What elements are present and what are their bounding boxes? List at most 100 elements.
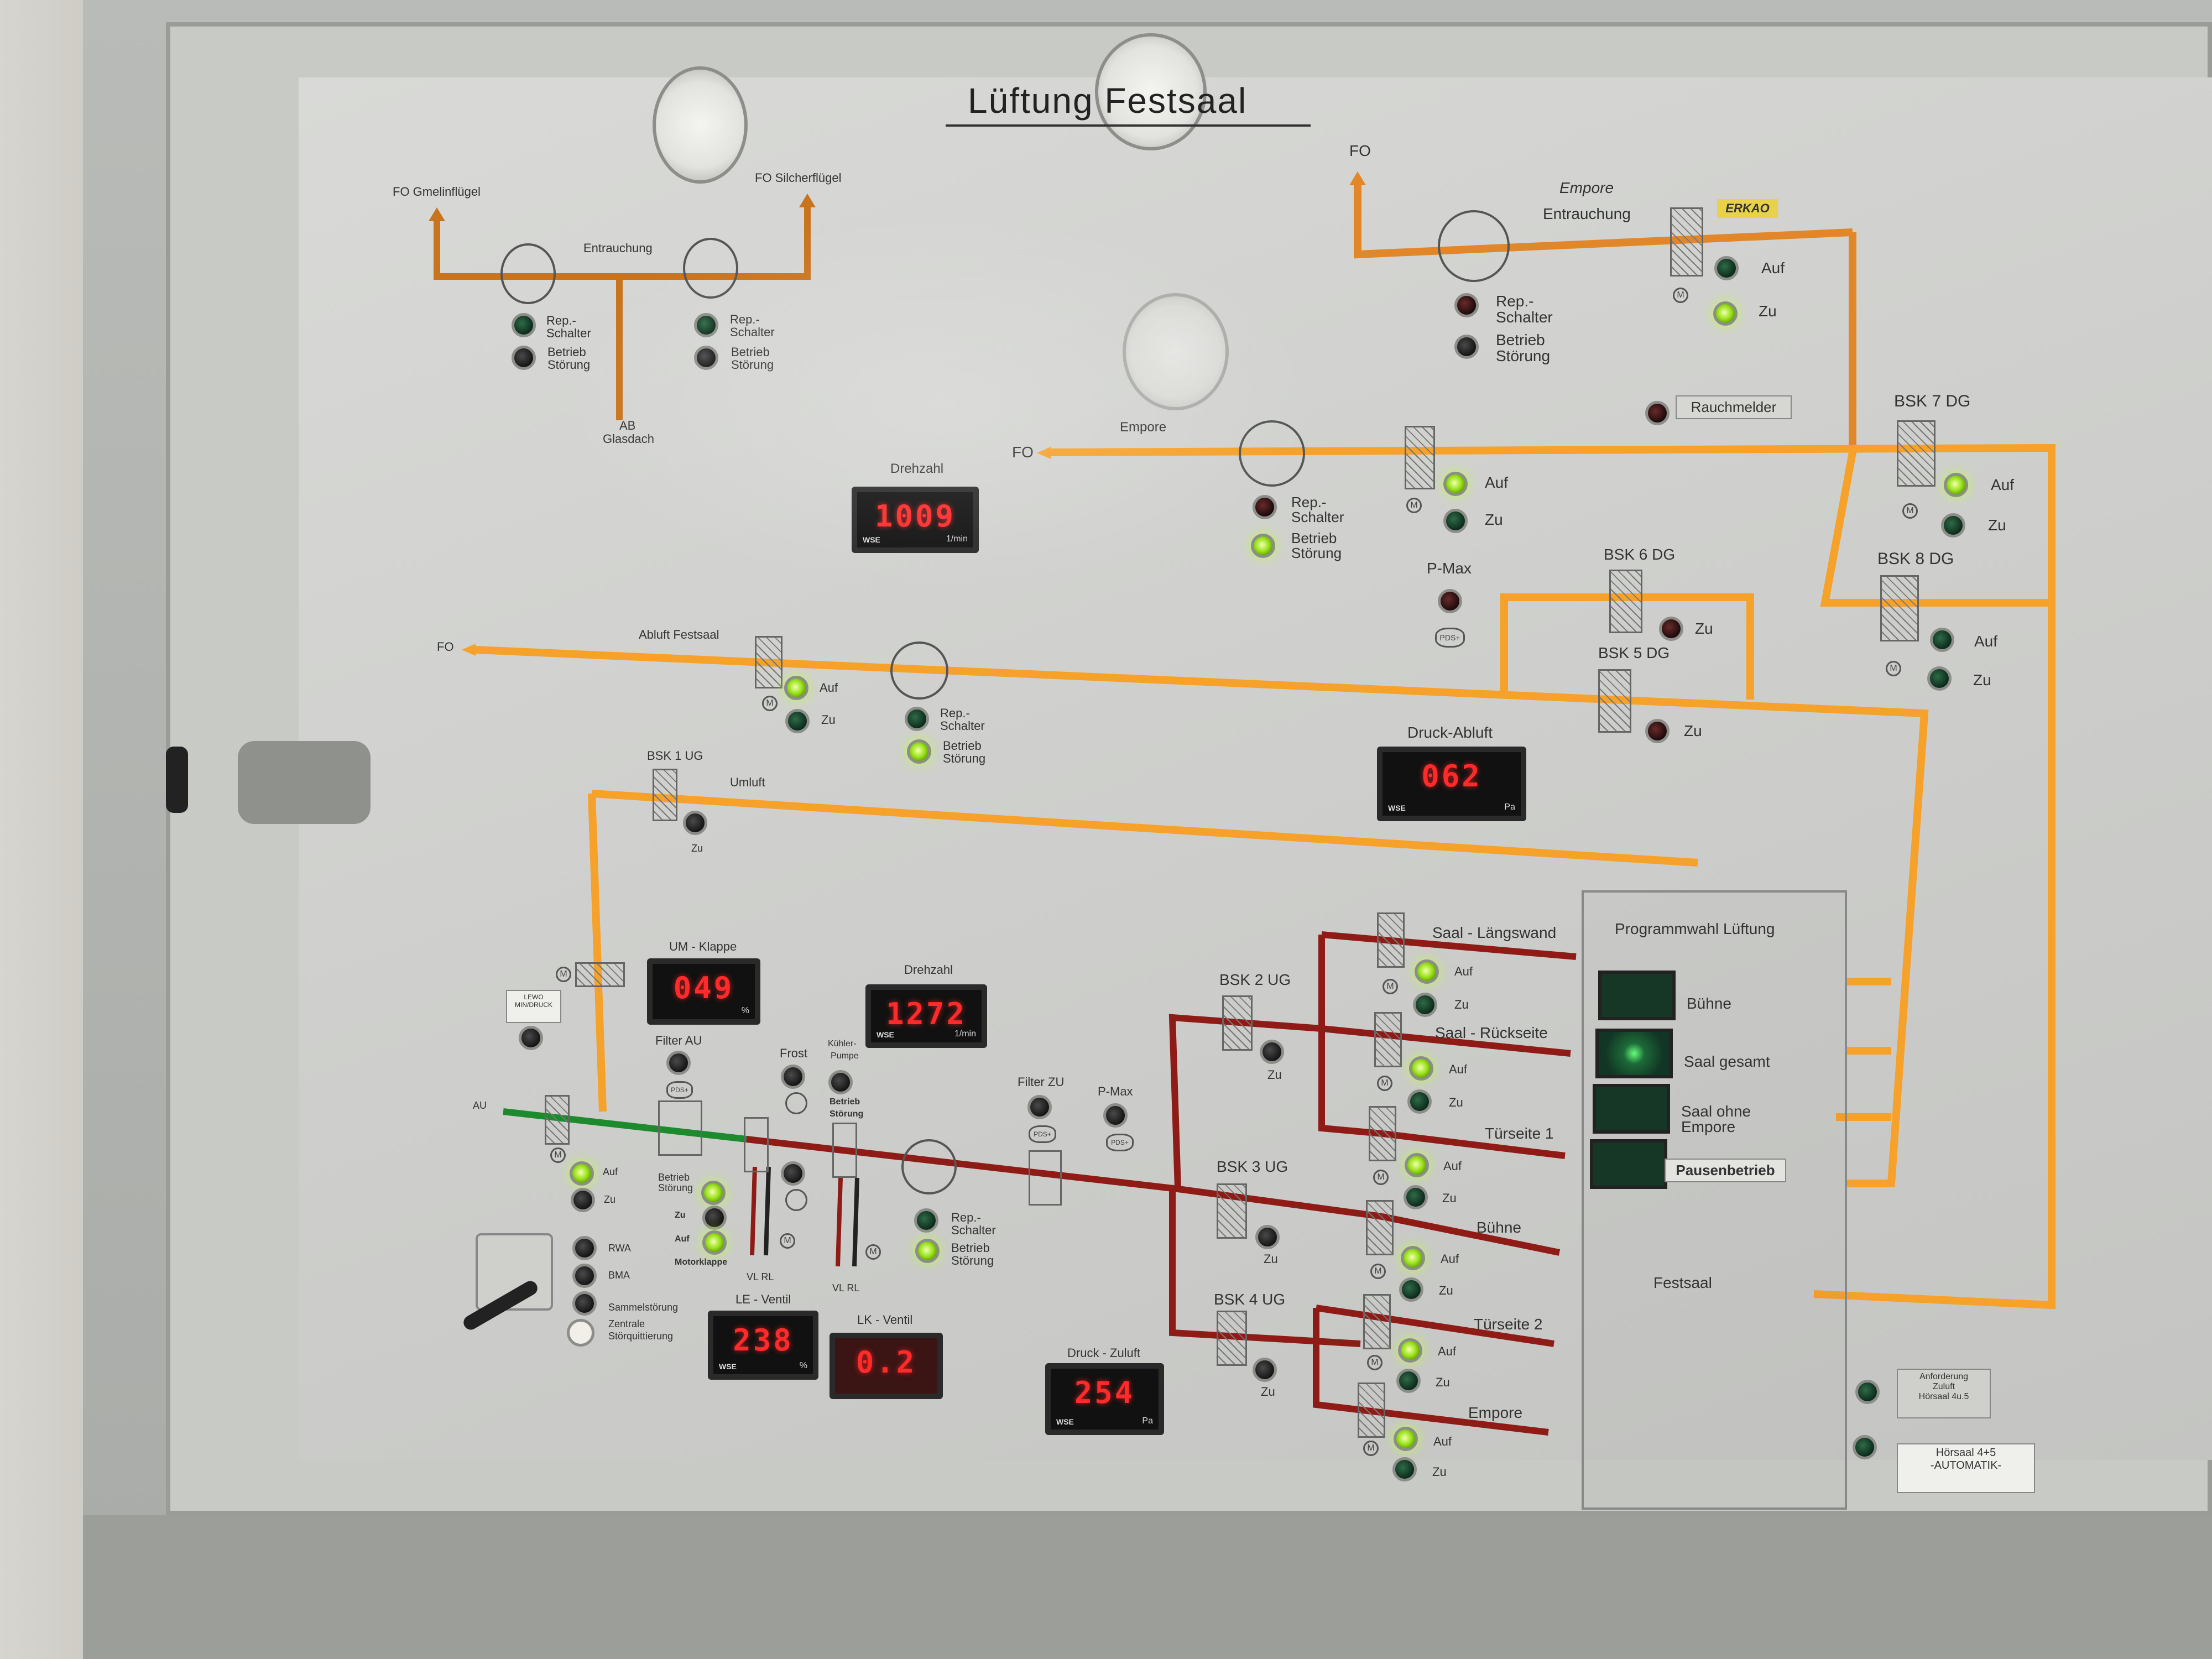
motor-tuerseite2: M [1367, 1355, 1383, 1370]
arrow-fo-silcher [799, 194, 816, 207]
pds-p-max2: PDS+ [1106, 1134, 1134, 1151]
drehzahl-top-unit: 1/min [946, 534, 968, 544]
display-lk-ventil: 0.2 [830, 1333, 943, 1399]
label-tuerseite2: Türseite 2 [1474, 1316, 1543, 1333]
label-prog-saal-ohne-2: Empore [1681, 1118, 1736, 1135]
label-drehzahl-top: Drehzahl [890, 461, 944, 476]
lk-ventil-value: 0.2 [855, 1345, 917, 1380]
label-abluft-auf: Auf [820, 681, 838, 695]
led-empore-zu [1443, 509, 1468, 533]
fan-zuluft [901, 1139, 957, 1194]
pipe-le-vl [750, 1166, 757, 1256]
led-sammelstoerung [572, 1291, 597, 1316]
label-umluft: Umluft [730, 775, 765, 789]
label-druck-abluft: Druck-Abluft [1407, 724, 1493, 741]
motor-empore2: M [1363, 1441, 1379, 1456]
button-prog-saal-ohne-empore[interactable] [1593, 1084, 1670, 1134]
label-rwa: RWA [608, 1243, 632, 1254]
druck-zuluft-brand: WSE [1056, 1417, 1074, 1426]
pds-filter-au: PDS+ [666, 1081, 693, 1099]
label-bsk5: BSK 5 DG [1598, 644, 1670, 661]
led-laengswand-auf [1415, 959, 1439, 984]
led-hoersaal-automatik [1853, 1435, 1877, 1459]
motor-buehne: M [1370, 1264, 1386, 1279]
led-rueckseite-zu [1407, 1089, 1432, 1114]
le-ventil-value: 238 [733, 1323, 794, 1358]
led-bsk3-zu [1255, 1225, 1280, 1249]
led-rep-schalter-1 [512, 313, 536, 337]
label-empore-zu: Zu [1485, 511, 1503, 528]
led-rueckseite-auf [1409, 1056, 1433, 1081]
label-rep-schalter-6: Rep.- Schalter [951, 1211, 996, 1238]
label-betrieb-5: Betrieb Störung [943, 739, 986, 766]
damper-bsk5 [1598, 669, 1631, 733]
led-bsk7-zu [1941, 513, 1965, 538]
tag-hoersaal-line1: Hörsaal 4+5 [1936, 1447, 1996, 1459]
drehzahl-mid-brand: WSE [877, 1030, 894, 1039]
damper-bsk7 [1897, 420, 1936, 487]
druck-zuluft-unit: Pa [1142, 1416, 1153, 1426]
label-bma: BMA [608, 1270, 630, 1281]
button-prog-buehne[interactable] [1598, 971, 1676, 1020]
led-rep-schalter-zuluft [914, 1208, 938, 1233]
door-knob[interactable] [166, 747, 188, 813]
label-kuehler-stoerung: Störung [830, 1109, 864, 1119]
label-tuerseite2-auf: Auf [1438, 1344, 1457, 1358]
tag-hoersaal-line2: -AUTOMATIK- [1930, 1459, 2002, 1472]
sticker-lewo-line1: LEWO [524, 993, 544, 1001]
motor-le: M [780, 1233, 795, 1249]
motor-abluft: M [762, 696, 778, 711]
label-fo-empore: FO [1012, 444, 1034, 461]
label-abluft-festsaal: Abluft Festsaal [639, 628, 719, 641]
label-betrieb-4: Betrieb Störung [1291, 530, 1342, 562]
label-rep-schalter-4: Rep.- Schalter [1291, 494, 1344, 526]
label-au: AU [473, 1100, 487, 1111]
led-p-max2 [1103, 1103, 1128, 1128]
button-prog-pausenbetrieb[interactable] [1590, 1139, 1667, 1189]
damper-au [545, 1095, 570, 1145]
tag-hoersaal: Hörsaal 4+5 -AUTOMATIK- [1897, 1443, 2035, 1493]
label-tuerseite1-zu: Zu [1442, 1191, 1457, 1205]
pressure-gauge-right [1123, 293, 1229, 410]
label-fo-gmelin: FO Gmelinflügel [393, 185, 481, 199]
fan-entrauchung-right [683, 238, 738, 299]
motor-bsk7: M [1902, 503, 1918, 519]
pressure-gauge-left [653, 66, 748, 184]
sticker-lewo-line2: MIN/DRUCK [515, 1001, 552, 1009]
label-druck-zuluft: Druck - Zuluft [1067, 1346, 1141, 1360]
door-latch[interactable] [238, 741, 371, 824]
label-bsk6: BSK 6 DG [1604, 546, 1676, 563]
led-betrieb-zuluft [915, 1239, 940, 1263]
led-betrieb-abluft [907, 739, 931, 764]
label-tuerseite1: Türseite 1 [1485, 1125, 1554, 1142]
label-saal-rueckseite: Saal - Rückseite [1435, 1024, 1548, 1041]
led-erkao-zu [1713, 301, 1738, 326]
label-rauchmelder: Rauchmelder [1676, 395, 1792, 419]
label-kuehler-1: Kühler- [828, 1039, 857, 1048]
label-vl-rl-lk: VL RL [832, 1282, 860, 1293]
pipe-lk-rl [852, 1177, 859, 1267]
damper-entrauchung-empore [1670, 207, 1703, 276]
button-zentrale-stoerquittierung[interactable] [567, 1319, 594, 1347]
label-prog-saal-ohne-1: Saal ohne [1681, 1103, 1751, 1120]
led-empore2-zu [1392, 1457, 1417, 1481]
led-rep-schalter-empore [1253, 495, 1277, 519]
programmwahl-box [1582, 890, 1847, 1510]
le-register-box [744, 1117, 769, 1172]
led-bsk6-zu [1659, 617, 1683, 641]
damper-bsk6 [1609, 570, 1642, 633]
label-vl-rl-le: VL RL [747, 1271, 774, 1282]
label-ab: AB [619, 419, 636, 432]
label-drehzahl-mid: Drehzahl [904, 963, 953, 977]
label-empore: Empore [1120, 420, 1167, 435]
led-laengswand-zu [1413, 993, 1437, 1017]
label-bsk2-zu: Zu [1267, 1068, 1282, 1082]
label-saal-laengswand: Saal - Längswand [1432, 924, 1557, 941]
label-laengswand-zu: Zu [1454, 998, 1469, 1011]
led-bsk4-zu [1253, 1358, 1277, 1382]
erkao-sticker: ERKAO [1717, 199, 1778, 218]
drehzahl-mid-value: 1272 [885, 997, 967, 1031]
label-buehne-zu: Zu [1439, 1284, 1453, 1297]
button-prog-saal-gesamt[interactable] [1595, 1029, 1673, 1078]
